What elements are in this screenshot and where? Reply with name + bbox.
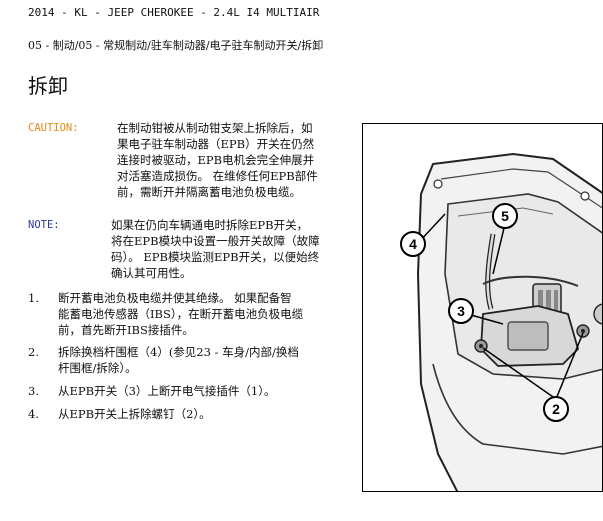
svg-text:3: 3 <box>457 303 465 319</box>
callout-2: 2 <box>543 396 569 422</box>
callout-3: 3 <box>448 298 474 324</box>
step-text: 从EPB开关上拆除螺钉（2）。 <box>58 407 211 421</box>
document-header: 2014 - KL - JEEP CHEROKEE - 2.4L I4 MULT… <box>28 6 320 19</box>
step-number: 3. <box>28 384 39 398</box>
illustration-drawing: 4 5 3 2 <box>400 152 602 491</box>
step-2: 2. 拆除换档杆围框（4）(参见23 - 车身/内部/换档 杆围框/拆除）。 <box>28 344 299 375</box>
svg-text:4: 4 <box>409 236 417 252</box>
epb-switch-illustration: 4 5 3 2 <box>362 123 603 492</box>
step-4: 4. 从EPB开关上拆除螺钉（2）。 <box>28 406 211 422</box>
note-text: 如果在仍向车辆通电时拆除EPB开关， 将在EPB模块中设置一般开关故障（故障 码… <box>111 218 320 280</box>
callout-4: 4 <box>400 231 426 257</box>
step-number: 4. <box>28 407 39 421</box>
caution-text: 在制动钳被从制动钳支架上拆除后，如 果电子驻车制动器（EPB）开关在仍然 连接时… <box>117 121 318 199</box>
note-label: NOTE: <box>28 219 60 231</box>
step-text: 拆除换档杆围框（4）(参见23 - 车身/内部/换档 杆围框/拆除）。 <box>58 345 299 375</box>
breadcrumb: 05 - 制动/05 - 常规制动/驻车制动器/电子驻车制动开关/拆卸 <box>28 39 324 52</box>
step-text: 断开蓄电池负极电缆并使其绝缘。 如果配备智 能蓄电池传感器（IBS），在断开蓄电… <box>58 291 304 337</box>
step-number: 2. <box>28 345 39 359</box>
callout-5: 5 <box>492 203 518 229</box>
page-title: 拆卸 <box>28 74 68 98</box>
step-number: 1. <box>28 291 39 305</box>
svg-text:2: 2 <box>552 401 560 417</box>
step-3: 3. 从EPB开关（3）上断开电气接插件（1）。 <box>28 383 275 399</box>
svg-text:5: 5 <box>501 208 509 224</box>
caution-label: CAUTION: <box>28 122 79 134</box>
step-1: 1. 断开蓄电池负极电缆并使其绝缘。 如果配备智 能蓄电池传感器（IBS），在断… <box>28 290 303 337</box>
step-text: 从EPB开关（3）上断开电气接插件（1）。 <box>58 384 276 398</box>
